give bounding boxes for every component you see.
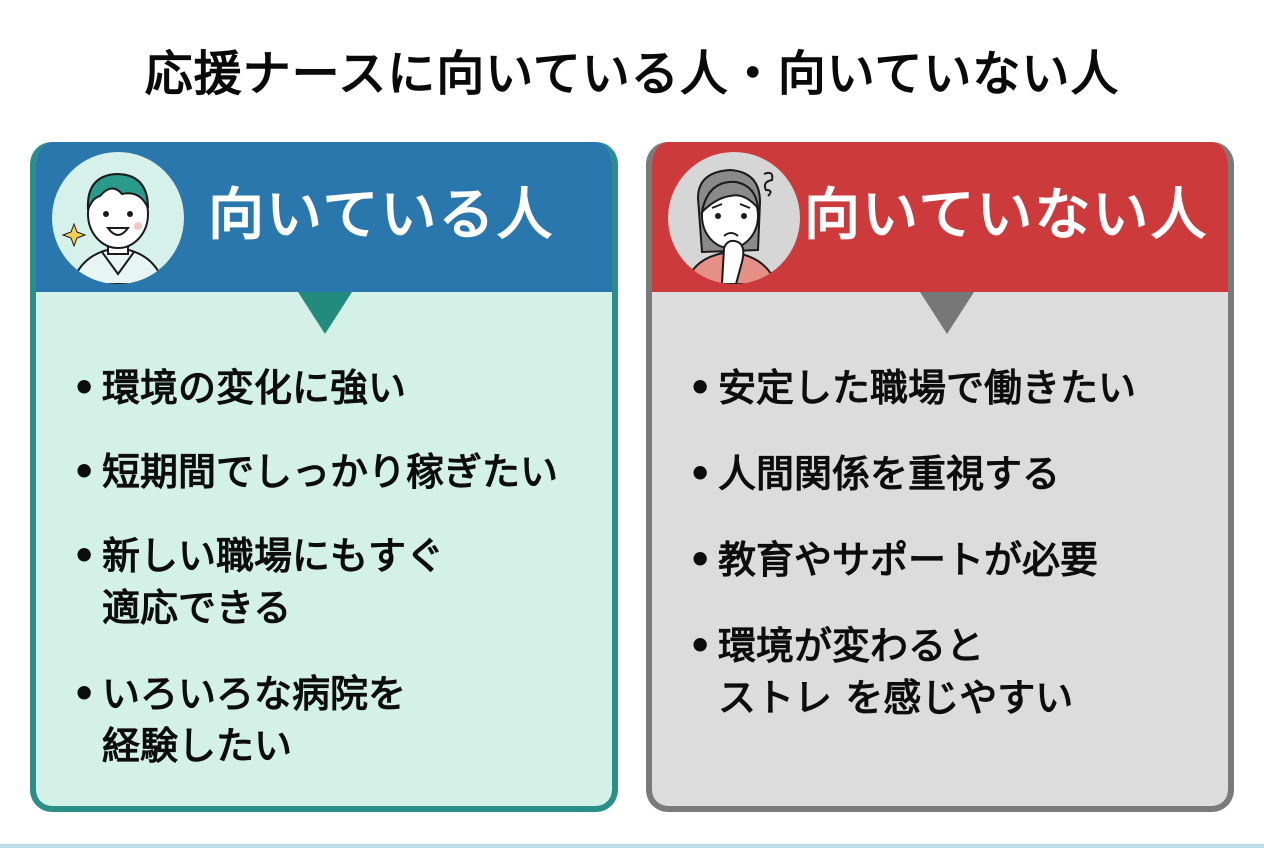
list-item: • 教育やサポートが必要 — [652, 534, 1228, 586]
bullet-icon: • — [688, 452, 713, 496]
list-item: • 人間関係を重視する — [652, 448, 1228, 500]
bullet-icon: • — [72, 672, 97, 716]
list-item: • 環境の変化に強い — [36, 362, 612, 414]
down-triangle-icon — [920, 292, 974, 334]
list-item: • 環境が変わると ストレ を感じやすい — [652, 620, 1228, 724]
suited-panel-title: 向いている人 — [208, 183, 555, 248]
suited-list: • 環境の変化に強い • 短期間でしっかり稼ぎたい • 新しい職場にもすぐ 適応… — [36, 362, 612, 806]
footer-divider — [0, 844, 1264, 848]
unsuited-panel: 向いていない人 • 安定した職場で働きたい • 人間関係を重視する • 教育やサ… — [646, 142, 1234, 812]
bullet-icon: • — [72, 450, 97, 494]
unsuited-panel-header: 向いていない人 — [652, 142, 1228, 292]
down-triangle-icon — [298, 292, 352, 334]
bullet-icon: • — [688, 366, 713, 410]
unsuited-panel-title: 向いていない人 — [804, 183, 1209, 248]
list-item: • いろいろな病院を 経験したい — [36, 668, 612, 772]
suited-panel: 向いている人 • 環境の変化に強い • 短期間でしっかり稼ぎたい • 新しい職場… — [30, 142, 618, 812]
bullet-icon: • — [688, 538, 713, 582]
list-item: • 短期間でしっかり稼ぎたい — [36, 446, 612, 498]
worried-woman-avatar-icon — [668, 152, 800, 284]
page-title: 応援ナースに向いている人・向いていない人 — [144, 46, 1120, 102]
list-item: • 安定した職場で働きたい — [652, 362, 1228, 414]
bullet-icon: • — [72, 366, 97, 410]
list-item: • 新しい職場にもすぐ 適応できる — [36, 530, 612, 634]
bullet-icon: • — [688, 624, 713, 668]
smiling-nurse-avatar-icon — [52, 152, 184, 284]
suited-panel-header: 向いている人 — [36, 142, 612, 292]
unsuited-list: • 安定した職場で働きたい • 人間関係を重視する • 教育やサポートが必要 •… — [652, 362, 1228, 758]
bullet-icon: • — [72, 534, 97, 578]
